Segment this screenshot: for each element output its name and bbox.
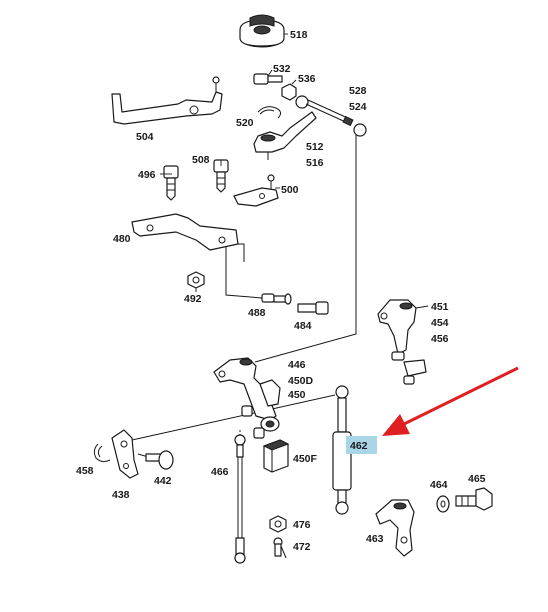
label-508: 508 xyxy=(192,154,210,166)
part-463-bracket xyxy=(375,499,415,557)
part-465-bolt xyxy=(455,487,493,511)
label-532: 532 xyxy=(273,63,291,75)
part-458-circlip xyxy=(93,443,111,463)
highlight-462 xyxy=(346,436,377,454)
part-500-bracket xyxy=(233,174,279,207)
label-488: 488 xyxy=(248,307,266,319)
part-508-bolt xyxy=(213,159,229,193)
part-488-stud xyxy=(261,293,292,305)
part-442-bolt xyxy=(145,450,174,470)
label-450F: 450F xyxy=(293,453,318,465)
label-472: 472 xyxy=(293,541,311,553)
label-456: 456 xyxy=(431,333,449,345)
label-520: 520 xyxy=(236,117,254,129)
label-466: 466 xyxy=(211,466,229,478)
label-512: 512 xyxy=(306,141,324,153)
label-465: 465 xyxy=(468,473,486,485)
label-458: 458 xyxy=(76,465,94,477)
part-472-pin xyxy=(273,537,287,559)
label-496: 496 xyxy=(138,169,156,181)
label-454: 454 xyxy=(431,317,449,329)
part-532-bolt xyxy=(253,73,283,85)
part-484-bolt xyxy=(297,301,329,315)
part-520-clip xyxy=(257,106,282,119)
label-536: 536 xyxy=(298,73,316,85)
part-536-nut xyxy=(281,83,297,101)
part-492-nut xyxy=(187,271,205,289)
part-512-bellcrank xyxy=(253,111,317,160)
label-438: 438 xyxy=(112,489,130,501)
part-504-bracket xyxy=(111,76,223,125)
red-arrow xyxy=(382,366,519,436)
label-450D: 450D xyxy=(288,375,314,387)
label-516: 516 xyxy=(306,157,324,169)
label-484: 484 xyxy=(294,320,312,332)
part-476-nut xyxy=(269,515,287,533)
label-500: 500 xyxy=(281,184,299,196)
part-464-washer xyxy=(436,495,450,513)
label-504: 504 xyxy=(136,131,154,143)
label-446: 446 xyxy=(288,359,306,371)
label-524: 524 xyxy=(349,101,367,113)
part-518-mount xyxy=(239,14,285,48)
part-451-lever xyxy=(377,299,427,385)
part-labels: 518 532 536 528 524 504 520 512 516 496 … xyxy=(76,29,486,553)
label-464: 464 xyxy=(430,479,448,491)
part-446-bellcrank xyxy=(213,357,281,439)
part-528-rod xyxy=(295,95,367,137)
label-480: 480 xyxy=(113,233,131,245)
part-438-lever xyxy=(111,429,139,479)
label-451: 451 xyxy=(431,301,449,313)
label-518: 518 xyxy=(290,29,308,41)
label-463: 463 xyxy=(366,533,384,545)
part-466-rod xyxy=(234,434,246,564)
label-492: 492 xyxy=(184,293,202,305)
label-450: 450 xyxy=(288,389,306,401)
label-528: 528 xyxy=(349,85,367,97)
label-476: 476 xyxy=(293,519,311,531)
part-480-bracket xyxy=(131,213,239,251)
part-496-bolt xyxy=(163,165,179,201)
part-450F-block xyxy=(262,439,290,473)
label-442: 442 xyxy=(154,475,172,487)
label-462: 462 xyxy=(350,440,368,452)
leader-lines xyxy=(160,33,429,309)
connection-lines xyxy=(131,135,357,459)
